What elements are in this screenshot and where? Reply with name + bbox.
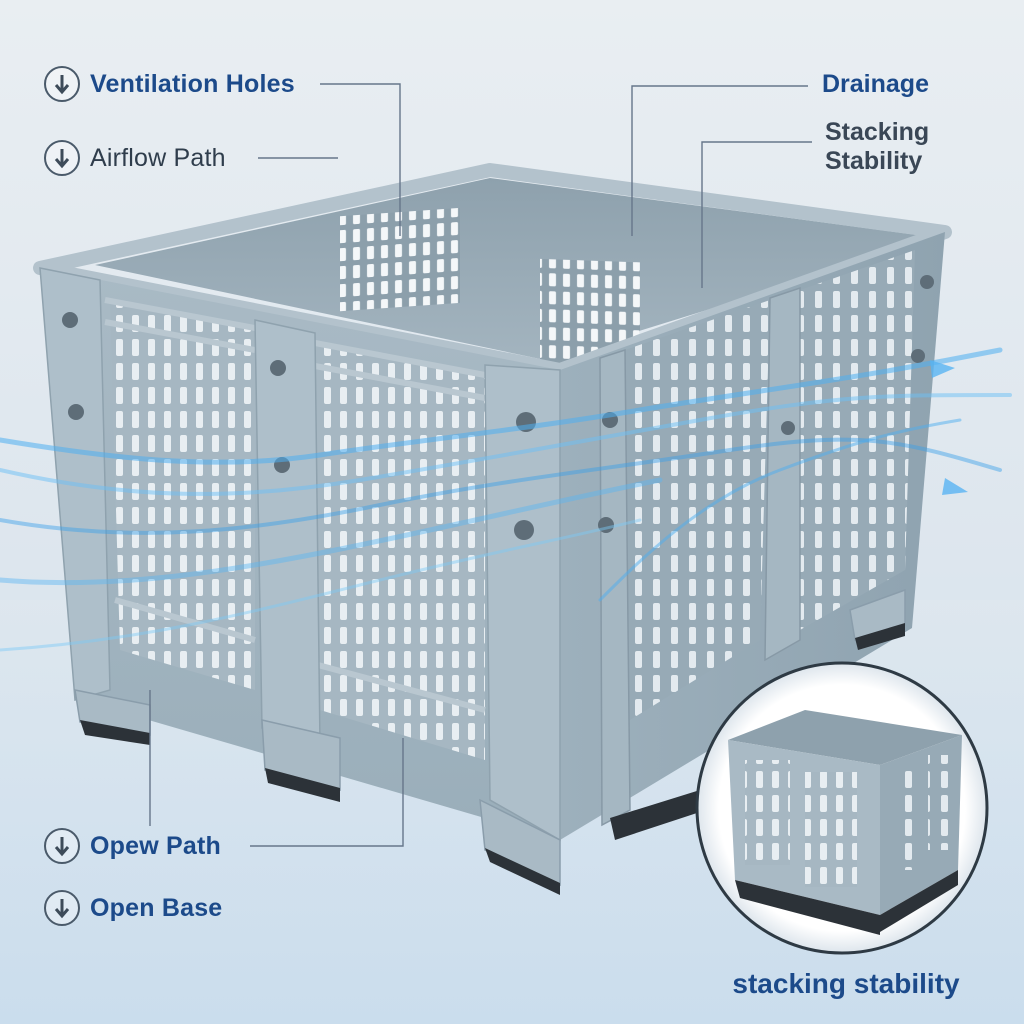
callout-label: Open Base <box>90 893 223 922</box>
inset-caption: stacking stability <box>732 968 960 999</box>
callout-drainage: Drainage <box>822 70 929 98</box>
inner-back-wall <box>95 178 940 360</box>
airflow-arrow-icons <box>930 360 968 495</box>
callout-stacking-stability: Stacking Stability <box>825 118 929 176</box>
callout-label-line-1: Stacking <box>825 118 930 146</box>
callout-label: Airflow Path <box>90 143 226 172</box>
down-arrow-circle-icon <box>44 66 80 102</box>
inset-circle <box>695 661 989 955</box>
callout-label: Opew Path <box>90 831 221 860</box>
callout-ventilation-holes: Ventilation Holes <box>44 66 295 102</box>
down-arrow-circle-icon <box>44 828 80 864</box>
down-arrow-circle-icon <box>44 140 80 176</box>
side-vent-panel-right <box>800 250 915 630</box>
callout-label: Ventilation Holes <box>90 69 295 98</box>
down-arrow-circle-icon <box>44 890 80 926</box>
callout-open-base: Open Base <box>44 890 222 926</box>
callout-airflow-path: Airflow Path <box>44 140 226 176</box>
callout-opew-path: Opew Path <box>44 828 221 864</box>
front-vent-panel-right <box>315 345 485 760</box>
airflow-streams <box>0 347 1012 652</box>
callout-label-line-2: Stability <box>825 147 923 175</box>
